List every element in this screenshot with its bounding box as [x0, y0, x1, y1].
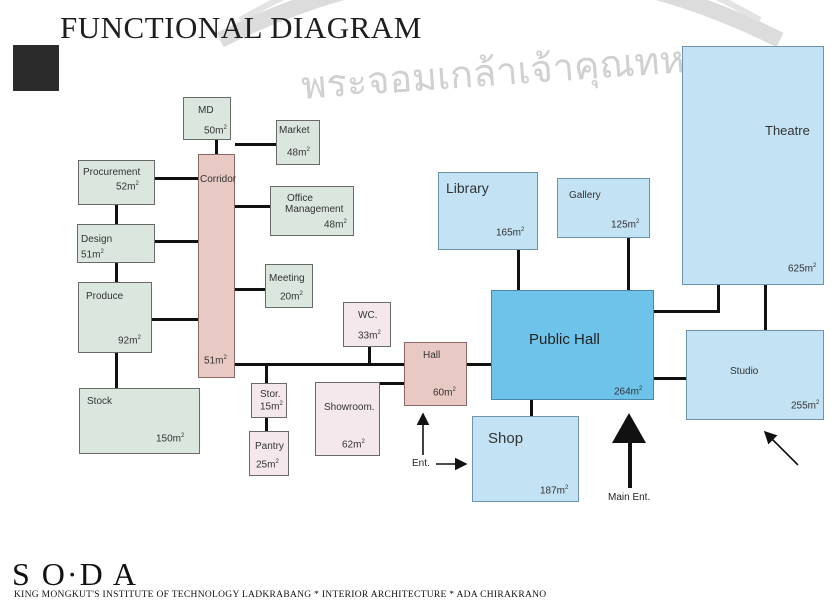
main-arrow-head — [612, 413, 646, 443]
main-arrow-shaft — [618, 441, 632, 488]
footer-caption: KING MONGKUT'S INSTITUTE OF TECHNOLOGY L… — [14, 590, 546, 600]
soda-logo: S O·D A — [12, 556, 138, 593]
arrow-diagonal — [765, 432, 798, 465]
entrance-label: Ent. — [412, 458, 430, 469]
main-entrance-label: Main Ent. — [608, 492, 650, 503]
